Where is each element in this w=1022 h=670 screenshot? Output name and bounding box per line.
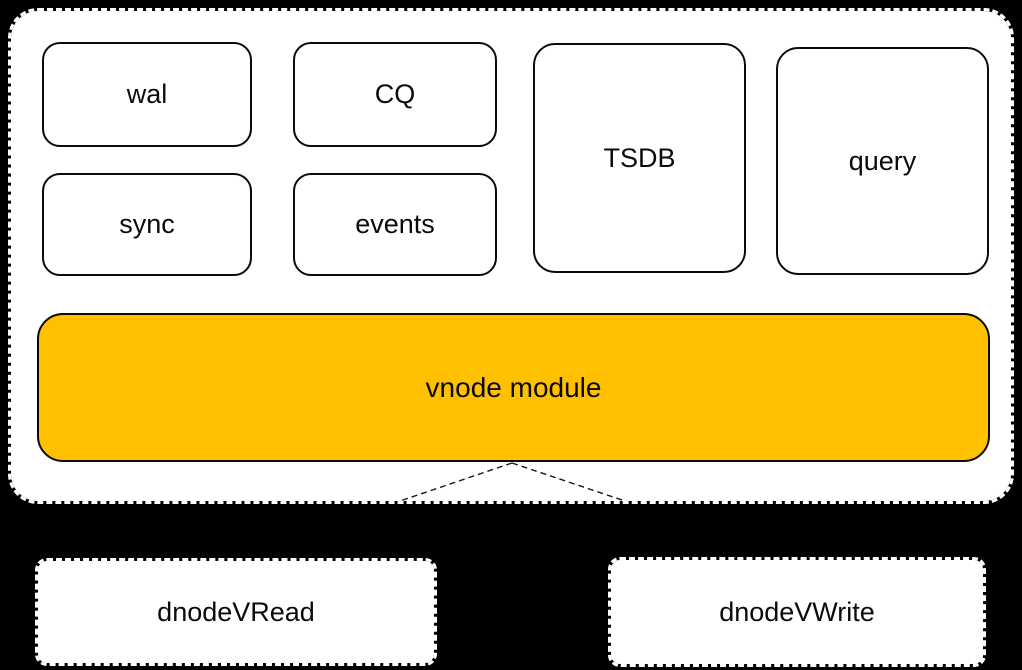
dnode-vread-label: dnodeVRead <box>157 596 315 627</box>
module-box-wal: wal <box>42 42 252 147</box>
module-label-events: events <box>355 209 435 239</box>
vnode-module-label: vnode module <box>425 371 602 403</box>
connector-line-right <box>511 462 628 501</box>
module-label-wal: wal <box>126 79 168 109</box>
vnode-module-group: wal CQ sync events TSDB query vnode modu… <box>8 8 1014 504</box>
dnode-vread-box: dnodeVRead <box>35 558 437 666</box>
module-box-events: events <box>293 173 497 276</box>
vnode-module-bar: vnode module <box>37 313 990 462</box>
module-label-query: query <box>848 145 917 176</box>
module-box-sync: sync <box>42 173 252 276</box>
module-label-sync: sync <box>119 209 175 239</box>
module-box-query: query <box>776 47 989 275</box>
module-box-cq: CQ <box>293 42 497 147</box>
module-label-cq: CQ <box>374 79 416 109</box>
dnode-vwrite-label: dnodeVWrite <box>719 596 875 627</box>
dnode-vwrite-box: dnodeVWrite <box>608 557 986 667</box>
connector-line-left <box>397 462 513 501</box>
module-label-tsdb: TSDB <box>603 142 676 173</box>
module-box-tsdb: TSDB <box>533 43 746 273</box>
